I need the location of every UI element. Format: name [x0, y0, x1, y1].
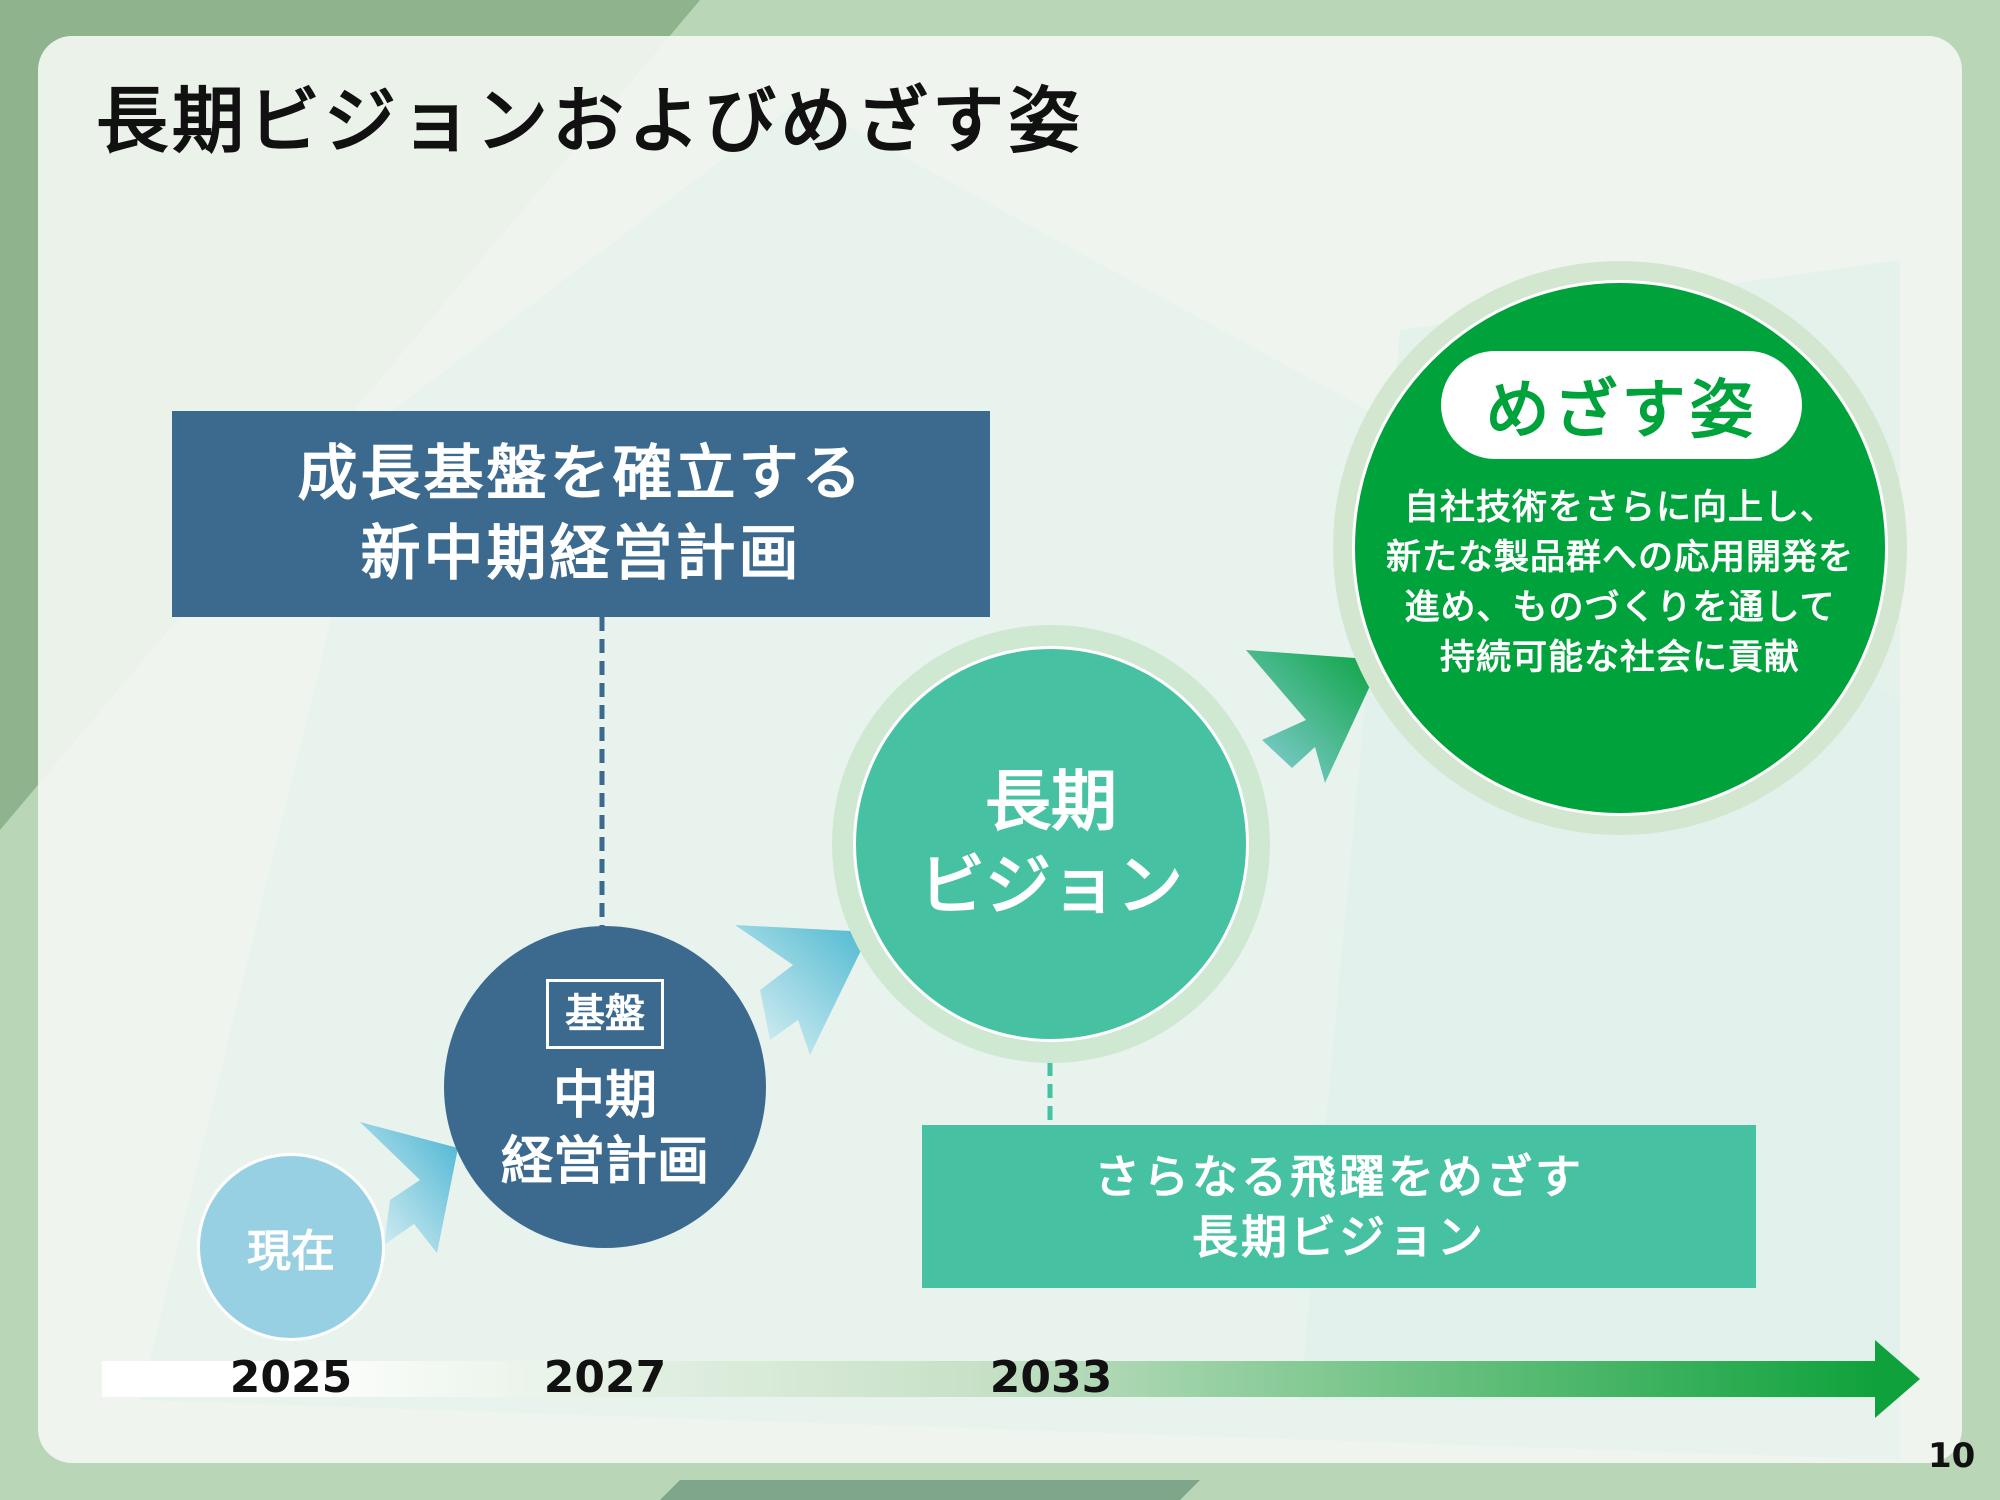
- arrow-now-to-mid: [360, 1122, 458, 1253]
- vision-callout: さらなる飛躍をめざす 長期ビジョン: [922, 1125, 1756, 1288]
- stage-now-label: 現在: [247, 1226, 335, 1277]
- page-number: 10: [1928, 1436, 1976, 1476]
- year-label: 2027: [543, 1352, 667, 1403]
- stage-mid-line2: 経営計画: [500, 1132, 709, 1192]
- goal-line: 新たな製品群への応用開発を: [1385, 538, 1854, 578]
- foundation-tag: 基盤: [546, 979, 664, 1049]
- goal-line: 持続可能な社会に貢献: [1439, 638, 1800, 678]
- stage-long-vision: 長期 ビジョン: [853, 646, 1249, 1042]
- page-title: 長期ビジョンおよびめざす姿: [96, 79, 1085, 163]
- timeline-bar: [102, 1361, 1875, 1397]
- stage-vision-line2: ビジョン: [919, 847, 1183, 924]
- arrow-vision-to-goal: [1246, 650, 1382, 783]
- mid-plan-callout-line1: 成長基盤を確立する: [297, 439, 865, 509]
- goal-line: 進め、ものづくりを通して: [1404, 588, 1836, 628]
- year-label: 2033: [989, 1352, 1113, 1403]
- stage-mid-line1: 中期: [552, 1066, 657, 1126]
- goal-line: 自社技術をさらに向上し、: [1403, 488, 1836, 528]
- mid-plan-callout: 成長基盤を確立する 新中期経営計画: [172, 411, 990, 617]
- timeline-arrowhead: [1875, 1340, 1920, 1418]
- vision-callout-line1: さらなる飛躍をめざす: [1094, 1150, 1584, 1204]
- year-label: 2025: [229, 1352, 353, 1403]
- stage-now: 現在: [197, 1153, 385, 1341]
- vision-callout-line2: 長期ビジョン: [1192, 1210, 1486, 1264]
- stage-mid-plan: 基盤 中期 経営計画: [444, 926, 766, 1248]
- stage-vision-line1: 長期: [985, 763, 1117, 840]
- mid-plan-callout-line2: 新中期経営計画: [360, 519, 802, 589]
- arrow-mid-to-vision: [735, 925, 870, 1055]
- goal-pill: めざす姿: [1441, 351, 1802, 459]
